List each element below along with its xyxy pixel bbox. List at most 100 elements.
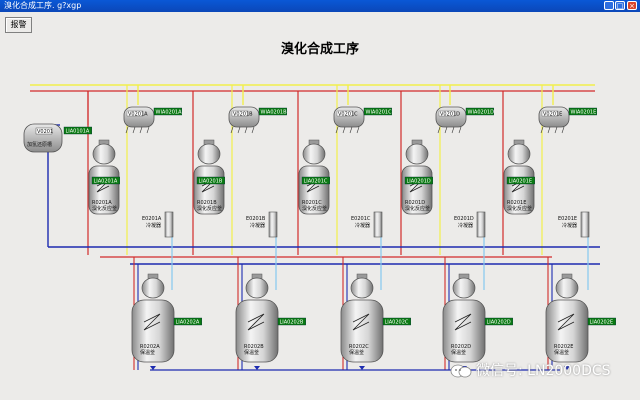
reactor-id: R0201E: [507, 200, 526, 206]
reactor-id: R0202A: [140, 344, 160, 350]
leg: [458, 126, 462, 134]
condenser-id: E0201B: [246, 216, 266, 222]
tag-text: LIA0202A: [176, 320, 200, 326]
leg: [547, 126, 551, 134]
tag-text: LIA0201B: [199, 179, 223, 185]
title-bar[interactable]: 溴化合成工序. g?xgp _ □ ×: [0, 0, 640, 12]
reactor-desc: 保温釜: [451, 349, 466, 356]
leg: [139, 126, 143, 134]
leg: [437, 126, 441, 134]
weight-tag: WIA0201B: [258, 107, 288, 116]
tank-id: V0201A: [128, 112, 148, 118]
tank-desc: 加氢还原槽: [27, 141, 52, 148]
tag-box: [587, 317, 616, 326]
motor-dome: [197, 143, 221, 165]
label-plate: [231, 110, 249, 117]
reactor-desc: 保温釜: [140, 349, 155, 356]
tag-box: [404, 176, 433, 185]
motor-dome: [141, 277, 165, 299]
leg: [132, 126, 136, 134]
weight-tag: WIA0201E: [568, 107, 597, 116]
condenser-desc: 冷凝器: [250, 222, 265, 229]
reactor-desc: 保温釜: [349, 349, 364, 356]
motor-dome: [555, 277, 579, 299]
tag-text: LIA0201C: [304, 179, 328, 185]
weigh-tank: V0201D: [435, 106, 467, 134]
outlet-valve: [359, 366, 365, 370]
reactor-id: R0202D: [451, 344, 471, 350]
outlet-valve: [150, 366, 156, 370]
leg: [349, 126, 353, 134]
label-plate: [126, 110, 144, 117]
reactor-body: [131, 299, 175, 363]
tag-text: LIA0201D: [407, 179, 431, 185]
condenser-body: [580, 211, 590, 238]
close-button[interactable]: ×: [627, 1, 637, 10]
tag-text: LIA0202B: [280, 320, 304, 326]
reactor-id: R0201A: [92, 200, 112, 206]
reactor-body: [235, 299, 279, 363]
level-tag: LIA0202A: [173, 317, 202, 326]
agitator: [454, 313, 472, 331]
leg: [251, 126, 255, 134]
reactor-desc: 保温釜: [244, 349, 259, 356]
label-plate: [35, 127, 53, 135]
reactor-id: R0202B: [244, 344, 264, 350]
level-tag: LIA0101A: [63, 126, 92, 135]
condenser-id: E0201E: [558, 216, 577, 222]
agitator: [352, 313, 370, 331]
reactor-id: R0202C: [349, 344, 369, 350]
motor-dome: [245, 277, 269, 299]
weigh-tank: V0201C: [333, 106, 365, 134]
reactor-desc: 溴化反应釜: [405, 205, 430, 212]
leg: [451, 126, 455, 134]
tag-text: LIA0201A: [94, 179, 118, 185]
tag-text: WIA0201B: [261, 110, 288, 116]
reactor-id: R0201B: [197, 200, 217, 206]
label-plate: [438, 110, 456, 117]
condenser-id: E0201C: [351, 216, 371, 222]
condenser-body: [476, 211, 486, 238]
condenser-id: E0201A: [142, 216, 162, 222]
leg: [554, 126, 558, 134]
minimize-button[interactable]: _: [604, 1, 614, 10]
reactor-body: [545, 299, 589, 363]
condenser-desc: 冷凝器: [562, 222, 577, 229]
tag-text: LIA0101A: [66, 129, 90, 135]
wechat-icon: [450, 364, 472, 378]
reactor-body: [442, 299, 486, 363]
alarm-button[interactable]: 报警: [5, 17, 32, 33]
agitator: [247, 313, 265, 331]
agitator: [143, 313, 161, 331]
weigh-tank: V0201E: [538, 106, 570, 134]
pipe-network: [30, 84, 600, 371]
level-tag: LIA0201C: [301, 176, 330, 185]
weight-tag: WIA0201C: [363, 107, 392, 116]
condenser-desc: 冷凝器: [146, 222, 161, 229]
motor-dome: [302, 143, 326, 165]
leg: [125, 126, 129, 134]
tag-box: [382, 317, 411, 326]
reactor-id: R0202E: [554, 344, 573, 350]
reactor-desc: 溴化反应釜: [92, 205, 117, 212]
tag-text: WIA0201D: [468, 110, 495, 116]
tag-text: LIA0201E: [509, 179, 533, 185]
reactor-desc: 保温釜: [554, 349, 569, 356]
tag-box: [363, 107, 392, 116]
motor-dome: [452, 277, 476, 299]
leg: [540, 126, 544, 134]
weight-tag: WIA0201D: [465, 107, 495, 116]
tank-body: [23, 123, 63, 153]
weight-tag: WIA0201A: [153, 107, 182, 116]
maximize-button[interactable]: □: [615, 1, 625, 10]
level-tag: LIA0201A: [91, 176, 120, 185]
window-title: 溴化合成工序. g?xgp: [4, 1, 82, 10]
watermark-text: 微信号: LN2000DCS: [476, 363, 611, 379]
